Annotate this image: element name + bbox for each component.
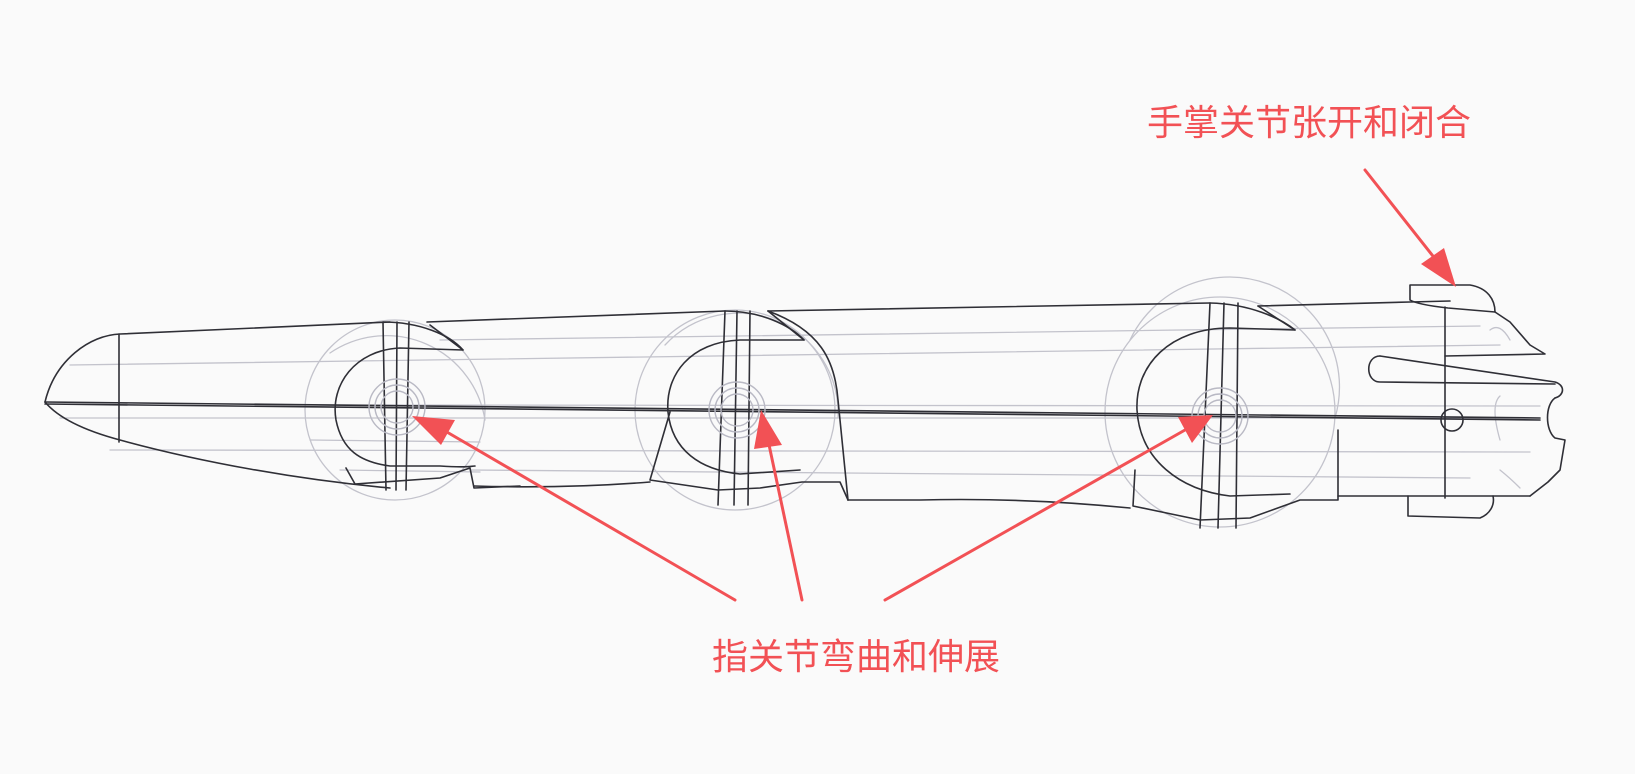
arrow-finger-joint-3 bbox=[883, 415, 1213, 602]
finger-joint-annotation: 指关节弯曲和伸展 bbox=[712, 637, 1001, 678]
arrow-finger-joint-2 bbox=[754, 410, 804, 602]
palm-joint-annotation: 手掌关节张开和闭合 bbox=[1147, 103, 1472, 144]
finger-outline bbox=[44, 284, 1566, 529]
hidden-lines bbox=[59, 276, 1541, 528]
annotation-arrows bbox=[412, 168, 1456, 602]
arrow-palm-joint bbox=[1363, 168, 1456, 287]
pivot-joint-2 bbox=[708, 381, 766, 439]
pivot-joint-1 bbox=[368, 378, 426, 436]
arrow-finger-joint-1 bbox=[412, 416, 737, 602]
joint-pivots bbox=[368, 378, 1249, 445]
